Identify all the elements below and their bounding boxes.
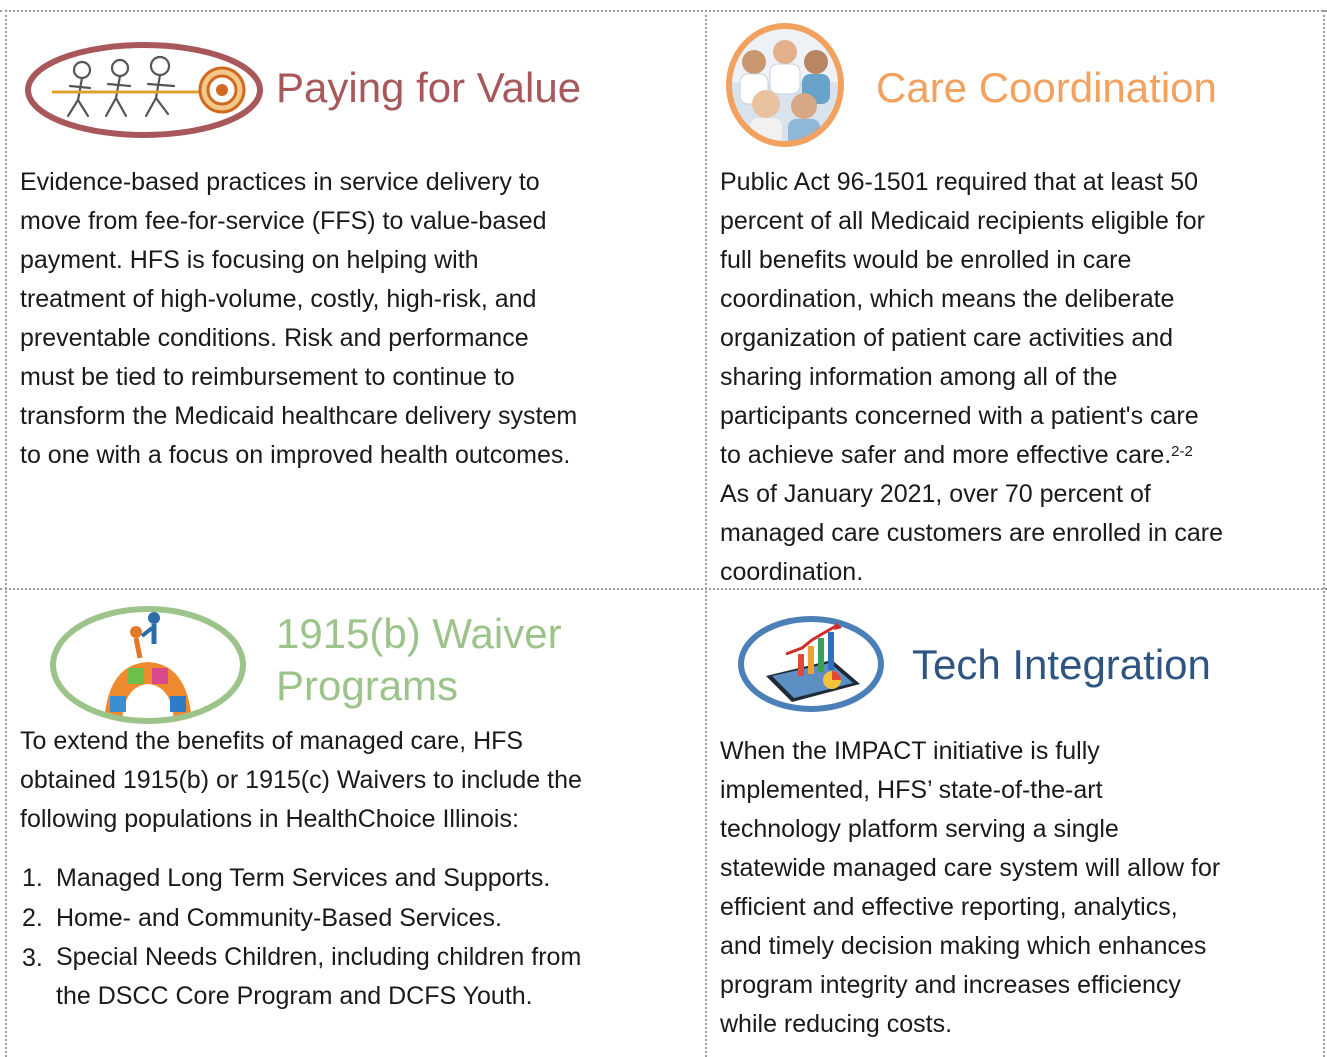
footnote-marker: 2-2	[1171, 443, 1193, 460]
body-line: technology platform serving a single	[720, 815, 1119, 843]
grid-border-right	[1323, 10, 1325, 1057]
panel-body: When the IMPACT initiative is fully impl…	[720, 732, 1220, 1044]
grid-divider-horizontal	[0, 588, 1327, 590]
list-text-line: the DSCC Core Program and DCFS Youth.	[56, 982, 533, 1010]
grid-border-top	[0, 10, 1327, 12]
list-item: 1. Managed Long Term Services and Support…	[22, 858, 581, 898]
list-number: 1.	[22, 864, 43, 892]
body-line: implemented, HFS’ state-of-the-art	[720, 776, 1103, 804]
body-line: treatment of high-volume, costly, high-r…	[20, 285, 537, 313]
list-text: Managed Long Term Services and Supports.	[56, 864, 551, 892]
puzzle-teamwork-icon	[50, 606, 246, 724]
panel-title: Tech Integration	[912, 641, 1211, 688]
body-line: efficient and effective reporting, analy…	[720, 893, 1178, 921]
body-line: organization of patient care activities …	[720, 324, 1174, 352]
body-line: When the IMPACT initiative is fully	[720, 737, 1100, 765]
population-list: 1. Managed Long Term Services and Support…	[22, 858, 581, 1016]
body-line: To extend the benefits of managed care, …	[20, 727, 524, 755]
list-text: Home- and Community-Based Services.	[56, 904, 502, 932]
list-text: Special Needs Children, including childr…	[56, 938, 581, 1016]
grid-border-left	[5, 10, 7, 1057]
panel-title-line: 1915(b) Waiver	[276, 610, 562, 657]
list-number: 3.	[22, 944, 43, 972]
body-line: following populations in HealthChoice Il…	[20, 805, 519, 833]
list-item: 2. Home- and Community-Based Services.	[22, 898, 581, 938]
body-line: obtained 1915(b) or 1915(c) Waivers to i…	[20, 766, 582, 794]
body-line: managed care customers are enrolled in c…	[720, 519, 1224, 547]
body-line: full benefits would be enrolled in care	[720, 246, 1132, 274]
body-line: and timely decision making which enhance…	[720, 932, 1207, 960]
body-line: As of January 2021, over 70 percent of	[720, 480, 1151, 508]
grid-divider-vertical	[705, 10, 707, 1057]
care-team-photo-icon	[726, 23, 844, 147]
body-line: to achieve safer and more effective care…	[720, 441, 1172, 469]
body-line: preventable conditions. Risk and perform…	[20, 324, 529, 352]
body-line: coordination.	[720, 558, 864, 586]
body-line: program integrity and increases efficien…	[720, 971, 1181, 999]
body-line-with-footnote: to achieve safer and more effective care…	[720, 436, 1223, 475]
body-line: move from fee-for-service (FFS) to value…	[20, 207, 547, 235]
panel-title: 1915(b) Waiver Programs	[276, 608, 562, 712]
panel-body: To extend the benefits of managed care, …	[20, 722, 582, 839]
body-line: percent of all Medicaid recipients eligi…	[720, 207, 1205, 235]
panel-body: Evidence-based practices in service deli…	[20, 163, 577, 475]
body-line: sharing information among all of the	[720, 363, 1118, 391]
body-line: Public Act 96-1501 required that at leas…	[720, 168, 1199, 196]
panel-title: Care Coordination	[876, 64, 1217, 111]
list-text-line: Special Needs Children, including childr…	[56, 943, 582, 971]
body-line: payment. HFS is focusing on helping with	[20, 246, 479, 274]
list-item: 3. Special Needs Children, including chil…	[22, 938, 581, 1016]
body-line: statewide managed care system will allow…	[720, 854, 1221, 882]
body-line: must be tied to reimbursement to continu…	[20, 363, 515, 391]
list-number: 2.	[22, 904, 43, 932]
body-line: transform the Medicaid healthcare delive…	[20, 402, 578, 430]
panel-title: Paying for Value	[276, 64, 582, 111]
body-line: to one with a focus on improved health o…	[20, 441, 571, 469]
panel-body: Public Act 96-1501 required that at leas…	[720, 163, 1223, 592]
body-line: while reducing costs.	[720, 1010, 953, 1038]
body-line: Evidence-based practices in service deli…	[20, 168, 540, 196]
body-line: coordination, which means the deliberate	[720, 285, 1175, 313]
tablet-analytics-icon	[738, 616, 884, 712]
panel-title-line: Programs	[276, 662, 459, 709]
race-to-target-icon	[25, 42, 263, 138]
body-line: participants concerned with a patient's …	[720, 402, 1199, 430]
